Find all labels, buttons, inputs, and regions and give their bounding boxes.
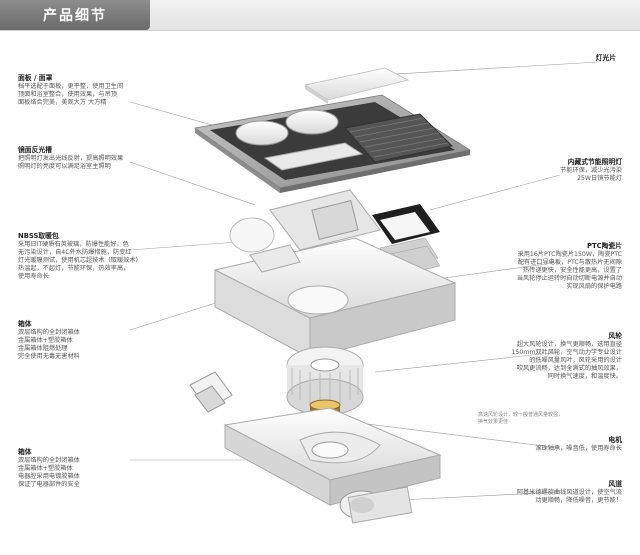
page-title: 产品细节 — [43, 8, 107, 24]
reflector-and-lamps — [229, 189, 381, 253]
main-box — [213, 237, 457, 359]
callout-reflector: 镜面反光槽 把照明灯发出光线反射，提高照明效果 照明灯的亮度可以满足浴室主照明 — [18, 146, 158, 171]
callout-wheel-note: 高速风轮设计，较一般普通风量较强， 换气效果更佳 — [478, 412, 608, 425]
callout-motor: 电机 滚珠轴承，噪音低，使用寿命长 — [492, 436, 622, 453]
callout-duct-desc: 阿基米德螺旋曲线风道设计，使空气流 动更顺畅，降低噪音，更节能！ — [516, 489, 622, 504]
callout-reflector-title: 镜面反光槽 — [18, 146, 52, 154]
base-housing — [223, 407, 442, 524]
callout-light-panel: 灯光片 — [596, 54, 616, 63]
callout-motor-desc: 滚珠轴承，噪音低，使用寿命长 — [535, 445, 622, 452]
callout-wheel-title: 风轮 — [608, 332, 622, 340]
callout-duct: 风道 阿基米德螺旋曲线风道设计，使空气流 动更顺畅，降低噪音，更节能！ — [492, 480, 622, 505]
callout-motor-title: 电机 — [608, 436, 622, 444]
callout-guard-desc: 采用日IT硬质石英玻璃，防爆性能好，色 无污染设计，自4C外水防爆措施，防变红 … — [18, 241, 142, 280]
callout-lamp-desc: 节能环保，减少光污染 25W日镜节能灯 — [560, 167, 622, 182]
callout-duct-title: 风道 — [608, 480, 622, 488]
callout-base-desc: 双层结构的全封闭箱体 金属箱体+塑胶箱体 电器腔采用电镀胶箱体 保证了电器部件的… — [18, 457, 80, 488]
callout-base: 箱体 双层结构的全封闭箱体 金属箱体+塑胶箱体 电器腔采用电镀胶箱体 保证了电器… — [18, 448, 128, 489]
callout-guard-title: NBSS取暖包 — [18, 232, 59, 240]
callout-wheel-desc: 超大风轮设计，换气更顺畅，选用直径 150mm双叶风轮，空气动力学专业设计 的低… — [511, 341, 623, 380]
callout-base-title: 箱体 — [18, 448, 32, 456]
callout-wheel: 风轮 超大风轮设计，换气更顺畅，选用直径 150mm双叶风轮，空气动力学专业设计… — [492, 332, 623, 381]
callout-wheel-note-desc: 高速风轮设计，较一般普通风量较强， 换气效果更佳 — [478, 412, 564, 425]
header-tab: 产品细节 — [0, 0, 150, 30]
callout-ptc-title: PTC陶瓷片 — [587, 242, 622, 250]
callout-ptc: PTC陶瓷片 采用16片PTC陶瓷片150W，陶瓷PTC 配有进口导电板，PTC… — [490, 242, 622, 291]
callout-reflector-desc: 把照明灯发出光线反射，提高照明效果 照明灯的亮度可以满足浴室主照明 — [18, 155, 124, 170]
mounting-bracket — [189, 371, 233, 413]
callout-ptc-desc: 采用16片PTC陶瓷片150W，陶瓷PTC 配有进口导电板，PTC与散热片无间隙… — [516, 251, 622, 290]
callout-guard: NBSS取暖包 采用日IT硬质石英玻璃，防爆性能好，色 无污染设计，自4C外水防… — [18, 232, 143, 281]
face-frame — [193, 94, 472, 193]
light-panel — [303, 67, 410, 104]
callout-lamp: 内藏式节能照明灯 节能环保，减少光污染 25W日镜节能灯 — [512, 158, 622, 183]
callout-lamp-title: 内藏式节能照明灯 — [567, 158, 622, 166]
callout-box-desc: 双层结构的全封闭箱体 金属箱体+塑胶箱体 金属箱体阻燃处理 完全使用无毒无害材料 — [18, 329, 80, 360]
callout-box-title: 箱体 — [18, 320, 32, 328]
callout-panel: 面板 / 面罩 档平选配于面板，更平整，使用卫生间 顶面和浴室整合，使用效果，与… — [18, 74, 138, 107]
callout-box: 箱体 双层结构的全封闭箱体 金属箱体+塑胶箱体 金属箱体阻燃处理 完全使用无毒无… — [18, 320, 128, 361]
fan-wheel — [286, 346, 364, 416]
callout-panel-title: 面板 / 面罩 — [18, 74, 53, 82]
header-bar: 产品细节 — [0, 0, 640, 31]
callout-light-panel-title: 灯光片 — [595, 54, 616, 62]
callout-panel-desc: 档平选配于面板，更平整，使用卫生间 顶面和浴室整合，使用效果，与吊顶 面板结合完… — [18, 83, 124, 106]
